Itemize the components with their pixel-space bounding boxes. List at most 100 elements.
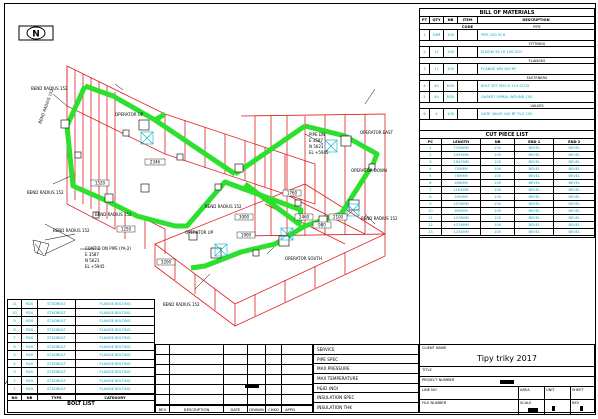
- cut-list-title: CUT PIECE LIST: [420, 131, 594, 139]
- bom-cell: BOLT SET M20 X 110 STUD: [481, 84, 530, 88]
- cut-list-cell: BEVEL: [568, 153, 580, 157]
- cut-list-cell: 11: [420, 215, 442, 221]
- revision-cell: [170, 345, 224, 354]
- bolt-list-cell: 10: [8, 308, 22, 316]
- bom-cell: 4: [430, 109, 444, 119]
- svg-text:BEND RADIUS 152: BEND RADIUS 152: [361, 216, 398, 221]
- cut-list-cell: 100: [481, 222, 515, 228]
- cut-list-cell: 1163MM: [442, 187, 482, 193]
- bom-cell: [458, 47, 478, 57]
- bom-cell: 4: [420, 81, 430, 91]
- bolt-list-cell: STUDBOLT: [38, 334, 76, 342]
- bolt-list-cell: FLANGE BOLTING: [99, 319, 131, 323]
- support-detail-icon: [32, 239, 50, 257]
- cut-list-cell: 2578MM: [442, 201, 482, 207]
- svg-text:BEND RADIUS 152: BEND RADIUS 152: [53, 228, 90, 233]
- cut-list-cell: 1493MM: [442, 152, 482, 158]
- bom-cell: 53M: [430, 30, 444, 40]
- project-redaction: [500, 380, 514, 384]
- bom-cell: GATE VALVE 100 RF FLG 150: [481, 112, 533, 116]
- bolt-list-cell: 1: [8, 385, 22, 393]
- revision-cell: [248, 395, 266, 404]
- flange-icon: [60, 119, 70, 129]
- cut-list-cell: BEVEL: [515, 208, 555, 214]
- bolt-list-cell: FLANGE BOLTING: [99, 310, 131, 315]
- revision-row: [156, 385, 312, 395]
- cut-list-cell: 5: [420, 173, 442, 179]
- file-label: FILE NUMBER: [422, 401, 447, 405]
- bolt-list-cell: 7: [8, 334, 22, 342]
- fittings: [60, 119, 376, 259]
- cut-list-cell: 789MM: [442, 173, 482, 179]
- cut-list-cell: 100: [481, 166, 515, 172]
- bolt-list-cell: STUDBOLT: [38, 368, 76, 376]
- revision-cell: [282, 365, 298, 374]
- bom-section-label: FLANGES: [420, 58, 594, 64]
- cut-list-cell: 1: [420, 145, 442, 151]
- revision-row: [156, 355, 312, 365]
- revision-cell: [170, 365, 224, 374]
- title-row: TITLE: [420, 367, 594, 377]
- revision-cell: [224, 345, 248, 354]
- dimension-planes: [66, 65, 386, 327]
- mark-2: [580, 406, 583, 411]
- svg-text:BEND RADIUS 152: BEND RADIUS 152: [37, 88, 54, 125]
- bom-cell: [458, 81, 478, 91]
- bolt-list-cell: M20: [22, 342, 38, 350]
- revision-header-cell: DATE: [224, 406, 248, 412]
- bom-header-cell: PT: [420, 17, 430, 23]
- bolt-list-cell: STUDBOLT: [38, 325, 76, 333]
- bolt-list-cell: M20: [22, 368, 38, 376]
- cut-list-cell: 1076MM: [442, 215, 482, 221]
- cut-list-cell: BEVEL: [515, 222, 555, 228]
- revision-row: [156, 395, 312, 405]
- bom-cell: 1: [420, 30, 430, 40]
- cut-list-cell: BEVEL: [568, 167, 580, 171]
- cut-list-header-cell: NB: [481, 139, 515, 144]
- revision-cell: [266, 345, 282, 354]
- cut-list-cell: 6: [420, 180, 442, 186]
- cut-list-cell: 13: [420, 229, 442, 235]
- flange-icon: [188, 231, 198, 241]
- line-divider-1: [518, 387, 519, 399]
- cut-list-cell: BEVEL: [568, 230, 580, 234]
- bom-cell: [458, 64, 478, 74]
- bolt-list-cell: FLANGE BOLTING: [99, 370, 131, 374]
- bom-section-label: PIPE: [420, 24, 594, 30]
- mark-1: [552, 406, 555, 411]
- annotations: BEND RADIUS 152 BEND RADIUS 152 BEND RAD…: [27, 86, 398, 307]
- bom-cell: 44: [430, 92, 444, 102]
- line-row: LINE NO AREA UNIT SHEET: [420, 387, 594, 400]
- cut-list-cell: 9: [420, 201, 442, 207]
- bolt-list-cell: 4: [8, 359, 22, 367]
- drawing-sheet: N: [4, 3, 596, 415]
- line-label: LINE NO: [422, 388, 437, 392]
- cut-list-cell: BEVEL: [515, 166, 555, 172]
- svg-text:OPERATOR DOWN: OPERATOR DOWN: [351, 168, 387, 173]
- svg-text:EL +5945: EL +5945: [85, 264, 105, 269]
- svg-text:1900: 1900: [241, 233, 252, 238]
- bolt-list-cell: M20: [22, 325, 38, 333]
- bolt-list-cell: 11: [8, 300, 22, 308]
- cut-list-cell: 4376MM: [442, 222, 482, 228]
- bolt-list-cell: STUDBOLT: [38, 351, 76, 359]
- bolt-list-cell: FLANGE BOLTING: [99, 378, 131, 383]
- bolt-list-cell: FLANGE BOLTING: [99, 344, 131, 349]
- bolt-list-cell: STUDBOLT: [38, 317, 76, 325]
- valve-icon: [348, 199, 360, 211]
- cut-list-cell: BEVEL: [568, 188, 580, 192]
- svg-text:BEND RADIUS 152: BEND RADIUS 152: [163, 302, 200, 307]
- revision-cell: [248, 385, 266, 394]
- revision-cell: [156, 355, 170, 364]
- cut-list-cell: 100: [481, 215, 515, 221]
